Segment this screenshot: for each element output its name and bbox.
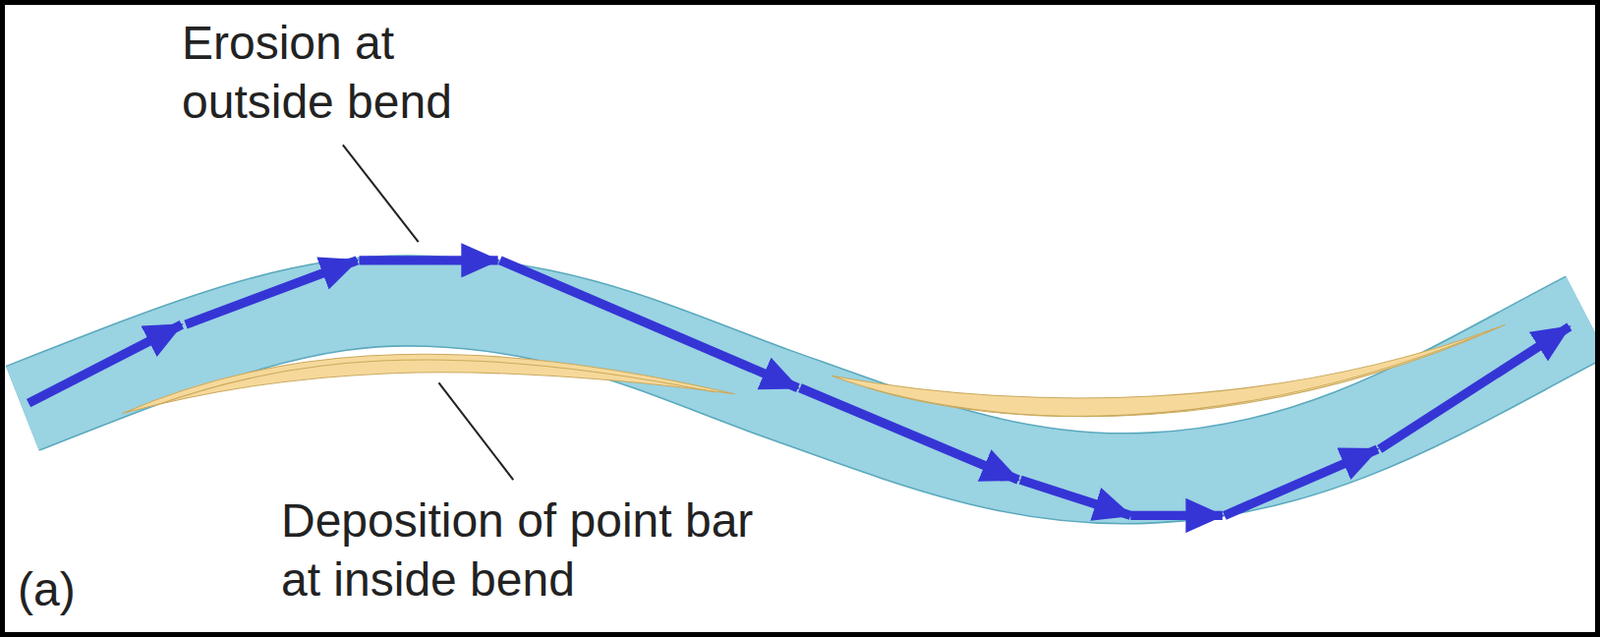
point-bar <box>122 353 736 413</box>
flow-arrows <box>28 260 1570 516</box>
callout-label: Erosion at outside bend <box>181 13 516 132</box>
callout-label: Deposition of point bar at inside bend <box>281 491 773 610</box>
point-bar <box>831 324 1505 416</box>
point-bar-layer <box>153 359 715 406</box>
panel-letter: (a) <box>17 560 136 620</box>
leader-line <box>342 144 419 242</box>
point-bar-layer <box>867 335 1481 417</box>
leader-line <box>438 382 514 480</box>
